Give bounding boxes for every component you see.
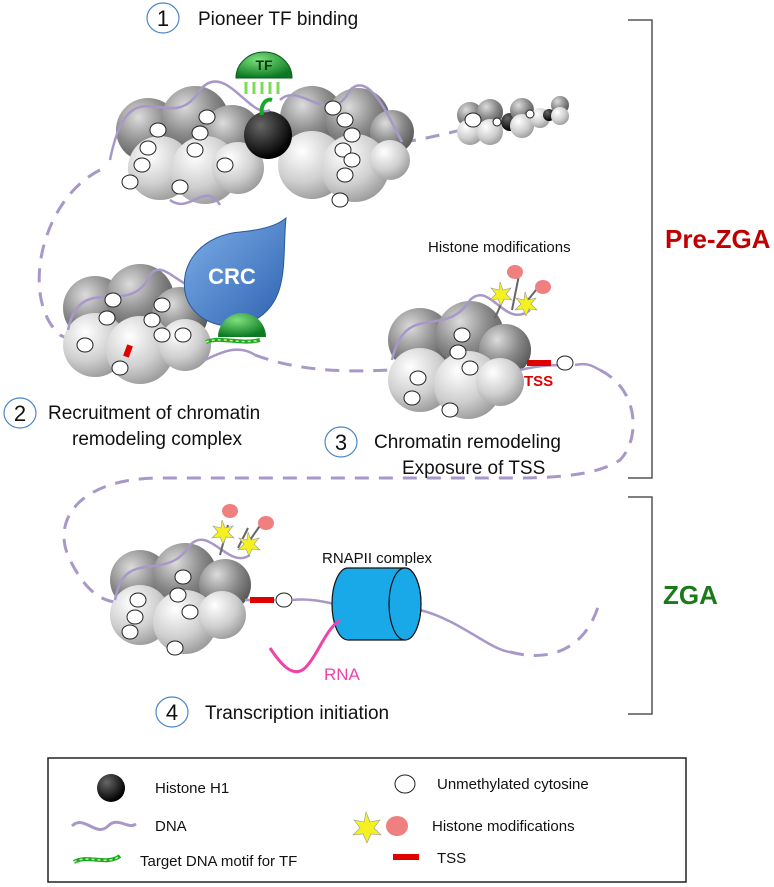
- target-dna-motif: [259, 97, 273, 116]
- histone-modifications-label: Histone modifications: [428, 239, 571, 256]
- legend-mod-circle-icon: [386, 816, 408, 836]
- step-4-title: Transcription initiation: [205, 703, 389, 724]
- nucleosome-cluster-3: TSS: [388, 265, 601, 419]
- legend-unmethylated-cytosine: Unmethylated cytosine: [437, 776, 589, 793]
- legend-dna-icon: [70, 820, 137, 831]
- step-3: 3 Chromatin remodeling Exposure of TSS: [324, 426, 561, 479]
- pre-zga-bracket: [628, 19, 653, 479]
- zga-bracket: [628, 496, 653, 715]
- step-2-number: 2: [14, 401, 26, 426]
- tf-label: TF: [255, 57, 273, 73]
- step-1-number: 1: [157, 6, 169, 31]
- legend-histone-h1: Histone H1: [155, 780, 229, 797]
- zga-label: ZGA: [663, 580, 718, 610]
- legend-cytosine-icon: [394, 774, 416, 794]
- legend: Histone H1 DNA Target DNA motif for TF U…: [47, 757, 687, 883]
- histone-h1: [244, 111, 292, 159]
- step-4-number: 4: [166, 700, 178, 725]
- rnapii-label: RNAPII complex: [322, 550, 433, 567]
- tss-mark: [527, 360, 551, 366]
- tf-protein-bound: [205, 313, 266, 344]
- step-4: 4 Transcription initiation: [155, 696, 389, 728]
- nucleosome-cluster-4: [110, 504, 293, 656]
- legend-dna: DNA: [155, 818, 187, 835]
- tss-mark: [123, 344, 133, 358]
- legend-tss: TSS: [437, 850, 466, 867]
- step-2-line1: Recruitment of chromatin: [48, 403, 260, 424]
- legend-target-motif: Target DNA motif for TF: [140, 853, 297, 870]
- nucleosome-cluster-1: [108, 80, 414, 208]
- crc-complex: CRC: [183, 216, 287, 327]
- legend-tss-icon: [393, 854, 419, 860]
- crc-label: CRC: [208, 264, 256, 289]
- tf-protein: TF: [235, 51, 293, 94]
- distant-nucleosomes: [457, 96, 569, 145]
- step-2: 2 Recruitment of chromatin remodeling co…: [3, 397, 260, 450]
- step-3-line2: Exposure of TSS: [402, 458, 545, 479]
- nucleosome-cluster-2: [63, 264, 256, 384]
- rnapii-complex: [331, 567, 422, 641]
- legend-mod-star-icon: [352, 810, 382, 844]
- pre-zga-label: Pre-ZGA: [665, 224, 771, 254]
- rna-strand: [268, 618, 341, 674]
- tss-mark: [250, 597, 274, 603]
- tss-label: TSS: [524, 373, 553, 390]
- step-3-line1: Chromatin remodeling: [374, 432, 561, 453]
- legend-h1-icon: [97, 774, 125, 802]
- rna-label: RNA: [324, 665, 361, 684]
- step-2-line2: remodeling complex: [72, 429, 243, 450]
- step-1: 1 Pioneer TF binding: [146, 2, 358, 34]
- step-3-number: 3: [335, 430, 347, 455]
- step-1-title: Pioneer TF binding: [198, 9, 358, 30]
- legend-histone-modifications: Histone modifications: [432, 818, 575, 835]
